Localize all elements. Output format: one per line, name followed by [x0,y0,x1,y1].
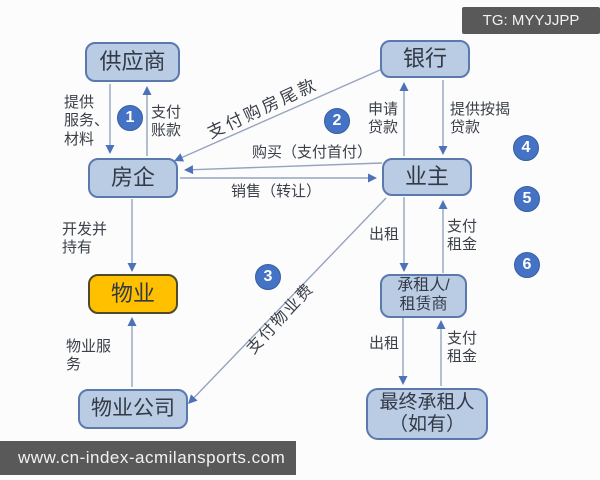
edge-finaltenant-to-tenant-pay-arrowhead-icon [436,320,446,329]
edge-label-pay-rent-lower: 支付 租金 [447,330,478,366]
watermark-telegram: TG: MYYJJPP [462,7,600,34]
node-property-company: 物业公司 [78,389,188,429]
edge-developer-to-owner-sell-arrowhead-icon [368,173,377,183]
node-final-tenant: 最终承租人 （如有） [366,388,488,440]
edge-owner-to-developer-buy [192,162,383,171]
step-badge-3: 3 [255,264,281,290]
step-badge-2: 2 [324,108,350,134]
edge-owner-to-propertyco-fee-arrowhead-icon [188,394,198,404]
node-bank: 银行 [380,40,470,78]
edge-bank-to-owner-mortgage-arrowhead-icon [438,146,448,155]
edge-bank-to-developer-balance-arrowhead-icon [174,153,185,162]
edge-owner-to-propertyco-fee [193,197,387,398]
node-supplier: 供应商 [85,42,180,82]
edge-label-rent-out-lower: 出租 [369,335,400,352]
node-developer: 房企 [88,158,178,198]
step-badge-1: 1 [117,105,143,131]
edge-owner-to-tenant-rent-arrowhead-icon [399,263,409,272]
step-badge-6: 6 [514,252,540,278]
edge-label-pay-rent-upper: 支付 租金 [447,218,478,254]
edge-label-sell-transfer: 销售（转让） [231,183,322,200]
edge-bank-to-developer-balance [181,69,381,159]
edge-developer-to-property-arrowhead-icon [127,263,137,272]
edge-label-buy-pay-downpayment: 购买（支付首付） [252,144,373,161]
step-badge-5: 5 [514,186,540,212]
edge-label-provide-services-materials: 提供 服务、 材料 [64,94,110,148]
step-badge-4: 4 [513,135,539,161]
edge-label-apply-loan: 申请 贷款 [368,101,399,137]
edge-propertyco-to-property-arrowhead-icon [127,317,137,326]
node-property: 物业 [88,274,178,314]
watermark-url: www.cn-index-acmilansports.com [0,441,296,475]
edge-owner-to-developer-buy-arrowhead-icon [184,165,194,175]
edge-label-pay-accounts: 支付 账款 [151,104,182,140]
edge-supplier-to-developer-arrowhead-icon [105,145,115,154]
edge-developer-to-supplier-arrowhead-icon [142,86,152,95]
node-tenant: 承租人/ 租赁商 [380,274,467,318]
node-owner: 业主 [382,158,472,196]
edge-label-provide-mortgage-loan: 提供按揭 贷款 [450,101,511,137]
edge-label-develop-and-hold: 开发并 持有 [62,221,108,257]
edge-owner-to-bank-apply-arrowhead-icon [399,82,409,91]
edge-tenant-to-finaltenant-rent-arrowhead-icon [398,376,408,385]
edge-label-rent-out-upper: 出租 [369,226,400,243]
edge-tenant-to-owner-payrent-arrowhead-icon [438,200,448,209]
edge-label-property-service: 物业服 务 [66,338,112,374]
